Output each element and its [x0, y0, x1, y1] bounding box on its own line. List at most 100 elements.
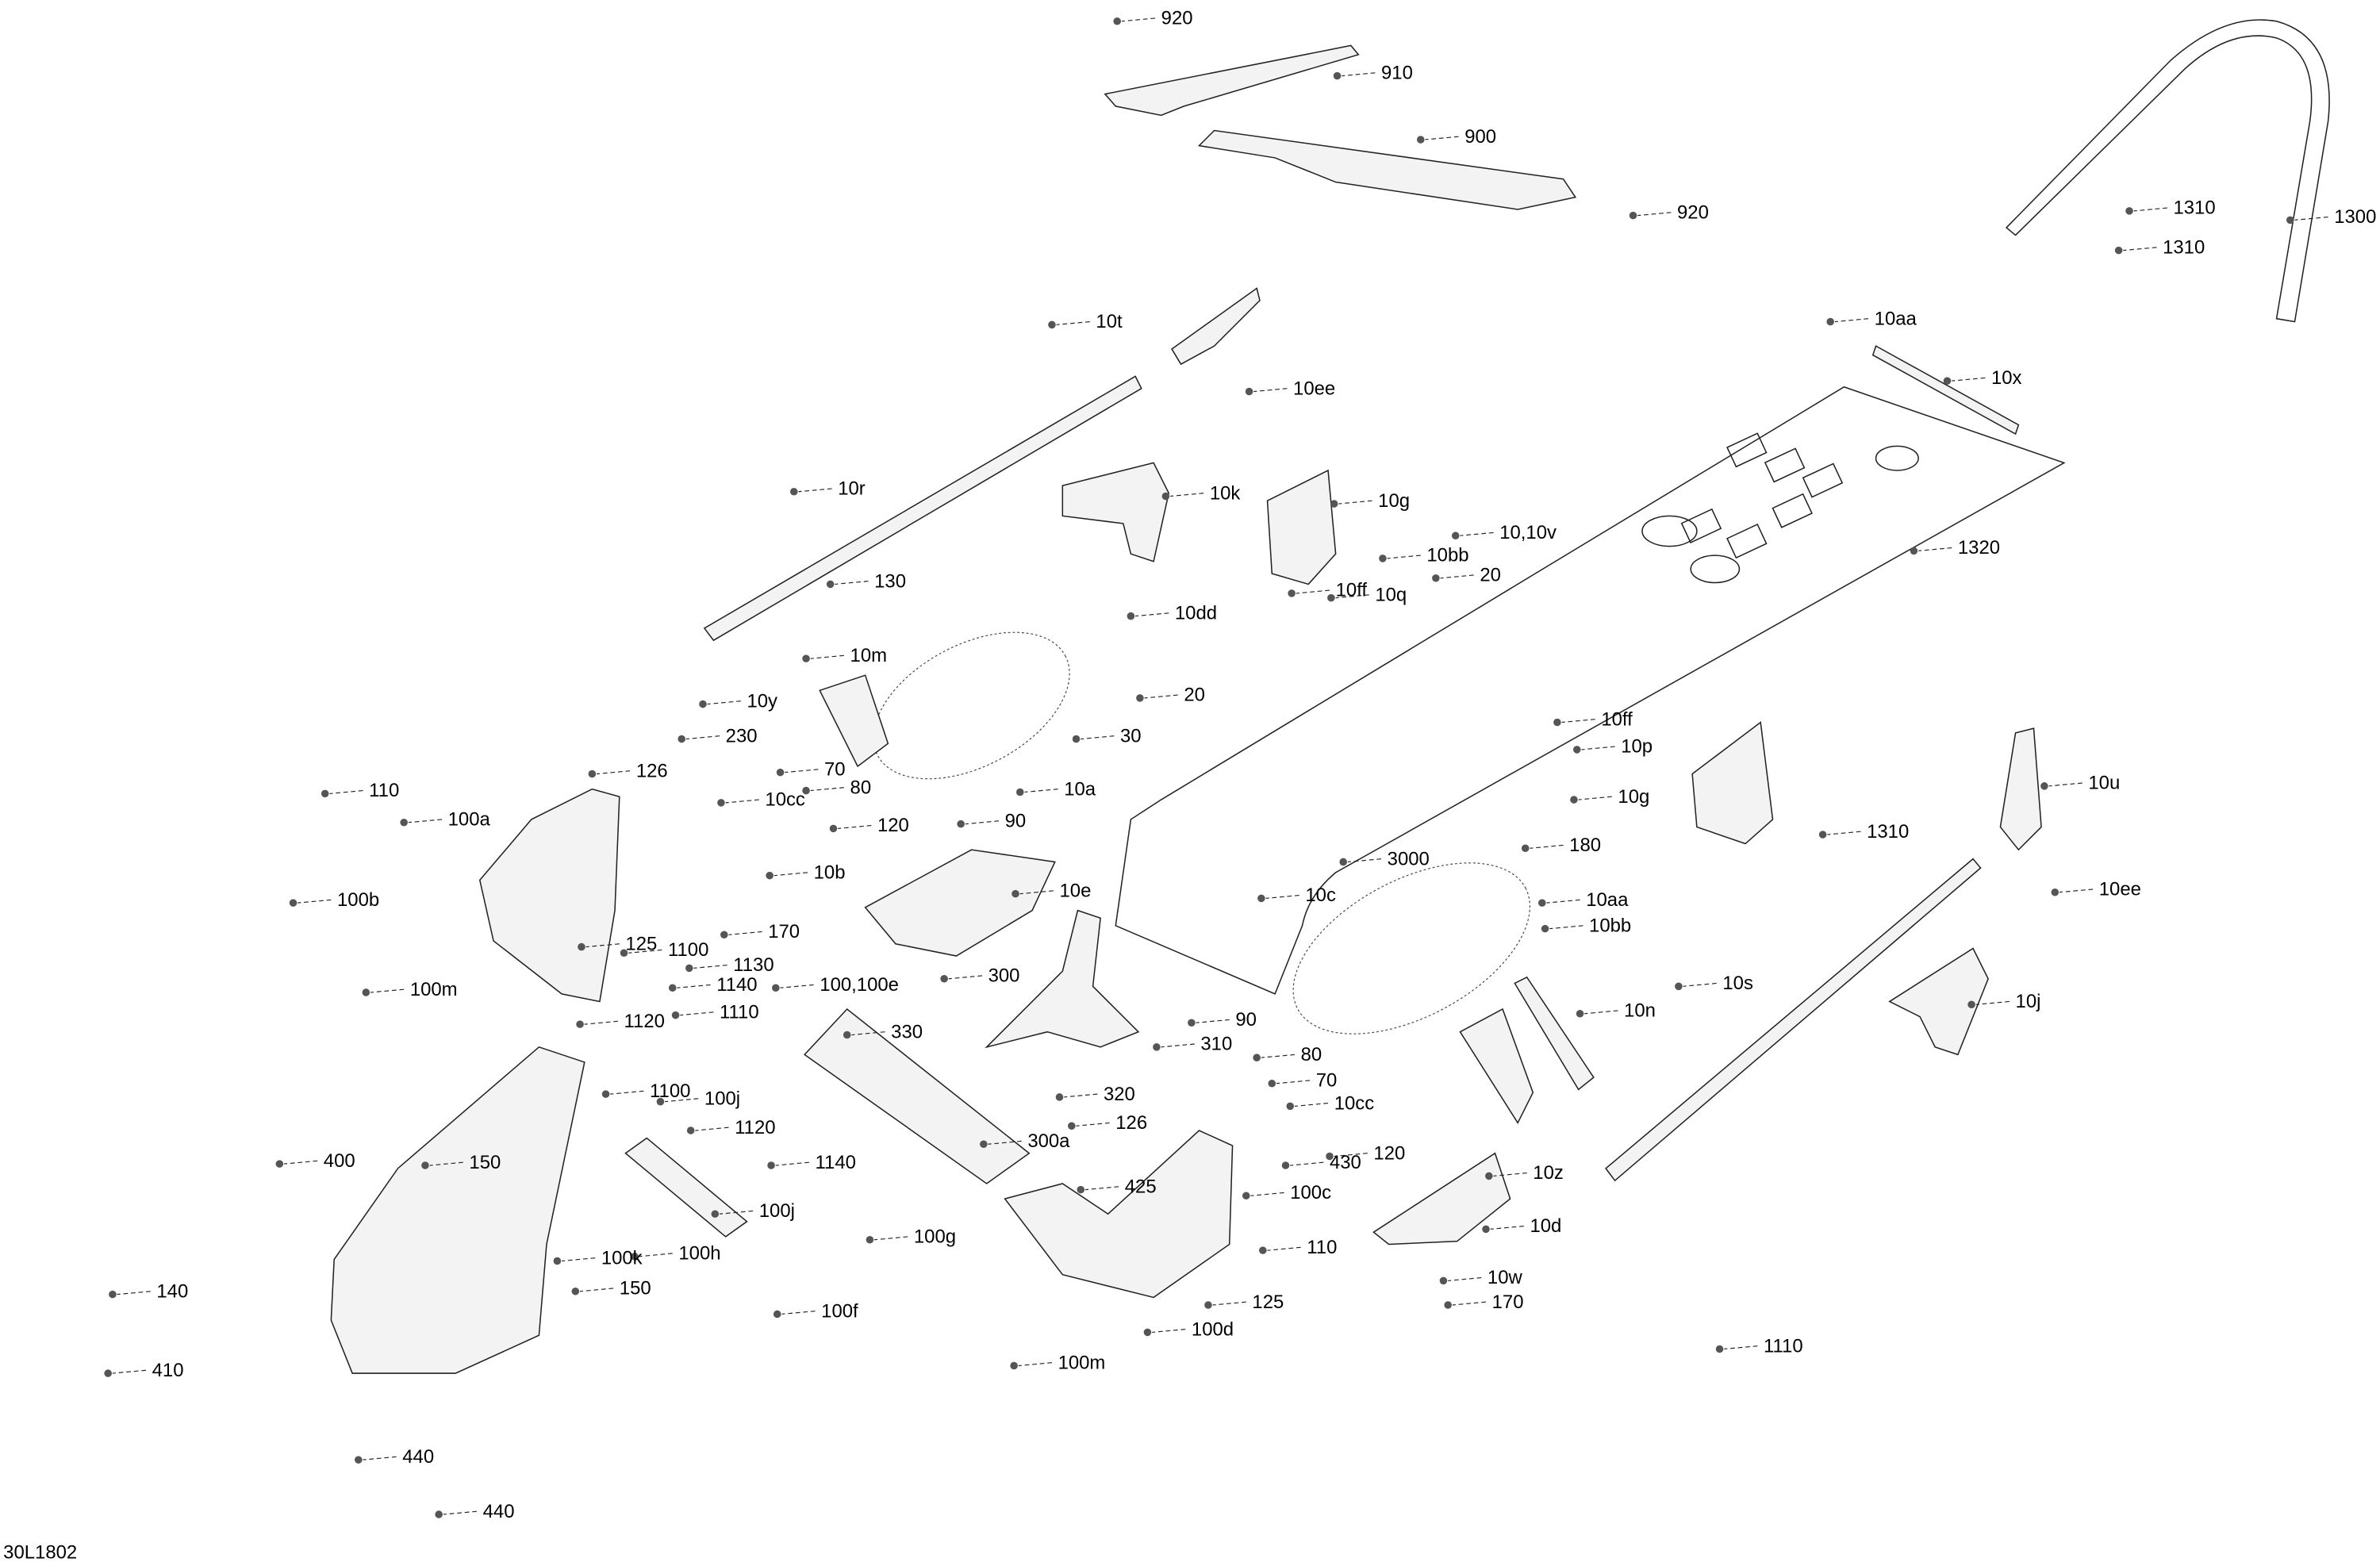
leader-line: [2294, 216, 2328, 221]
part-100-plate: [803, 1008, 1031, 1184]
callout-label: 1110: [720, 1001, 759, 1023]
fastener-icon: [686, 1127, 695, 1134]
fastener-icon: [631, 1253, 639, 1261]
callout-label: 125: [625, 933, 657, 954]
fastener-icon: [578, 942, 585, 951]
fastener-icon: [699, 700, 707, 708]
leader-line: [1834, 318, 1869, 323]
leader-line: [1637, 212, 1672, 217]
callout-label: 1120: [735, 1117, 775, 1138]
leader-line: [1683, 982, 1717, 987]
leader-line: [874, 1236, 908, 1241]
fastener-icon: [1818, 831, 1827, 839]
leader-line: [1460, 532, 1494, 536]
callout-label: 1100: [650, 1080, 690, 1102]
leader-line: [1084, 1186, 1119, 1191]
callout-label: 120: [877, 815, 909, 836]
leader-line: [838, 824, 872, 829]
leader-line: [1261, 1054, 1296, 1058]
leader-line: [835, 581, 869, 585]
callout-label: 10t: [1096, 311, 1123, 332]
leader-line: [725, 799, 759, 804]
leader-line: [1294, 1103, 1329, 1107]
fastener-icon: [776, 768, 785, 777]
leader-line: [628, 949, 662, 954]
callout-label: 230: [726, 725, 758, 747]
callout-label: 10cc: [1334, 1092, 1375, 1114]
fastener-icon: [435, 1510, 443, 1518]
fastener-icon: [829, 824, 838, 833]
fastener-icon: [826, 580, 835, 589]
callout-label: 10c: [1305, 885, 1336, 906]
leader-line: [1549, 925, 1583, 930]
diagram-id: 30L1802: [3, 1541, 77, 1563]
leader-line: [1018, 1362, 1052, 1367]
callout-label: 900: [1464, 126, 1496, 148]
part-1300-grab-handle: [2005, 19, 2330, 323]
fastener-icon: [1826, 317, 1834, 326]
leader-line: [2123, 247, 2157, 251]
fastener-icon: [1416, 136, 1425, 144]
callout-label: 10bb: [1426, 545, 1468, 566]
part-100h-plate: [624, 1137, 748, 1238]
fastener-icon: [678, 735, 685, 743]
callout-label: 100k: [601, 1247, 643, 1269]
fastener-icon: [2114, 246, 2123, 255]
leader-line: [1276, 1080, 1311, 1084]
fastener-icon: [2040, 782, 2048, 790]
leader-line: [677, 984, 711, 988]
leader-line: [597, 770, 631, 775]
callout-label: 330: [891, 1021, 923, 1042]
fastener-icon: [1245, 387, 1253, 396]
leader-lines: [104, 17, 2328, 1518]
fastener-icon: [802, 654, 810, 662]
callout-label: 10w: [1488, 1267, 1523, 1288]
callout-label: 10a: [1064, 778, 1096, 800]
leader-line: [988, 1140, 1022, 1145]
leader-line: [1161, 1043, 1195, 1048]
callout-label: 100g: [914, 1226, 956, 1248]
callout-label: 10aa: [1875, 308, 1917, 329]
part-10s-rail: [1605, 858, 1982, 1182]
leader-line: [1019, 890, 1054, 895]
leader-line: [1584, 1010, 1618, 1015]
fastener-icon: [362, 988, 370, 996]
callout-label: 10ff: [1336, 580, 1368, 601]
leader-line: [1296, 589, 1330, 594]
leader-line: [1253, 388, 1288, 393]
fastener-icon: [104, 1369, 112, 1377]
callout-label: 10s: [1722, 973, 1753, 994]
leader-line: [298, 899, 332, 904]
callout-label: 1140: [816, 1152, 856, 1173]
fastener-icon: [1286, 1102, 1295, 1111]
fastener-icon: [553, 1257, 562, 1265]
callout-label: 110: [1307, 1237, 1337, 1258]
callout-label: 10ff: [1601, 708, 1633, 730]
leader-line: [1448, 1276, 1482, 1281]
fastener-icon: [789, 487, 798, 496]
callout-label: 1320: [1958, 537, 2000, 558]
fastener-icon: [1451, 532, 1460, 539]
callout-label: 320: [1104, 1084, 1135, 1105]
part-side-plate-right: [1292, 862, 1530, 1034]
callout-label: 180: [1569, 835, 1601, 856]
callout-label: 150: [620, 1278, 651, 1299]
part-10u-bar: [1999, 727, 2042, 851]
fastener-icon: [866, 1235, 874, 1244]
fastener-icon: [1072, 735, 1081, 743]
leader-line: [1152, 1329, 1186, 1334]
fastener-icon: [802, 786, 810, 795]
fastener-icon: [1288, 589, 1296, 597]
callout-label: 80: [850, 777, 872, 798]
leader-line: [780, 984, 814, 988]
part-10n-bar: [1514, 976, 1595, 1091]
leader-line: [1135, 612, 1169, 617]
leader-line: [1425, 136, 1459, 140]
leader-line: [965, 820, 1000, 825]
leader-line: [408, 819, 443, 823]
leader-line: [810, 787, 844, 792]
leader-line: [585, 943, 620, 948]
callout-label: 3000: [1388, 848, 1430, 869]
leader-line: [693, 964, 727, 969]
callout-label: 70: [824, 758, 846, 780]
